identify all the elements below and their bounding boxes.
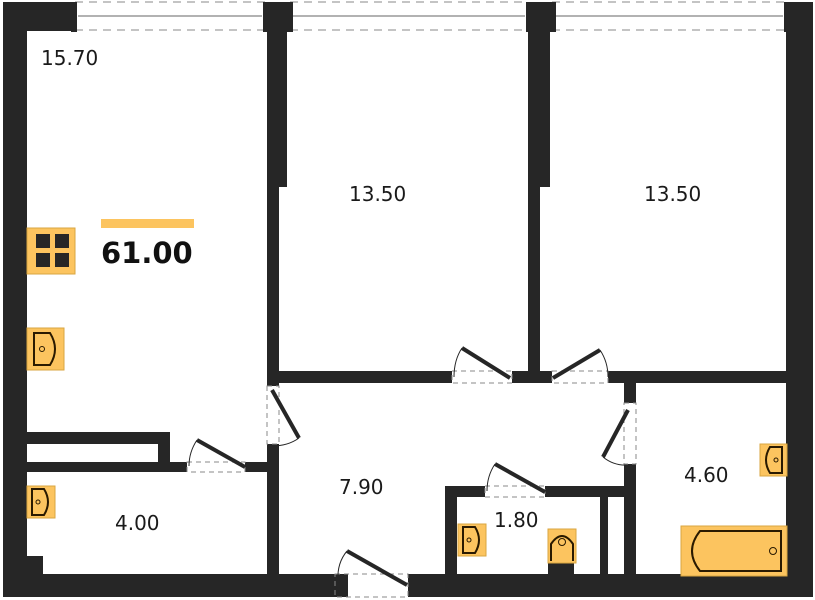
window-bedroom-1 [290, 1, 528, 31]
door-storage [186, 438, 246, 473]
area-grid-icon [26, 227, 76, 275]
sink-icon [759, 443, 788, 477]
room-area-living-kitchen: 15.70 [41, 46, 99, 70]
door-toilet [484, 462, 546, 498]
sink-icon [457, 523, 487, 557]
room-area-bathroom: 4.60 [684, 463, 729, 487]
walls [3, 2, 813, 597]
bathtub-icon [680, 525, 788, 577]
room-area-bedroom-1: 13.50 [349, 182, 407, 206]
door-entrance [334, 549, 409, 598]
toilet-icon [547, 528, 577, 564]
total-area-bar [101, 219, 194, 228]
fixtures [26, 219, 788, 577]
door-bedroom-1 [451, 346, 513, 384]
room-area-toilet: 1.80 [494, 508, 539, 532]
windows [75, 1, 786, 31]
window-living [75, 1, 265, 31]
doors [186, 346, 637, 598]
door-living [266, 385, 301, 447]
door-bathroom [601, 402, 637, 466]
door-bedroom-2 [551, 348, 609, 384]
sink-icon [26, 327, 65, 371]
room-area-hallway: 7.90 [339, 475, 384, 499]
room-area-bedroom-2: 13.50 [644, 182, 702, 206]
sink-icon [26, 485, 56, 519]
room-area-storage: 4.00 [115, 511, 160, 535]
window-bedroom-2 [552, 1, 786, 31]
total-area: 61.00 [101, 236, 193, 270]
